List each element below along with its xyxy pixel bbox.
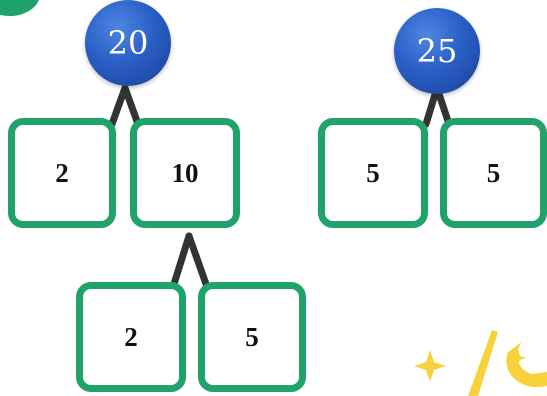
root-node-right: 25 [394,8,480,94]
factor-box-10: 10 [130,118,240,228]
sparkle-decoration [414,330,547,396]
branch-20-to-10 [121,84,142,128]
branch-25-to-5a [422,84,441,128]
branch-10-to-2 [170,232,193,288]
branch-10-to-5 [185,232,210,288]
factor-box-2-lower: 2 [76,282,186,392]
branch-25-to-5b [433,84,453,128]
factor-box-5-left: 5 [318,118,428,228]
factor-box-5-right: 5 [440,118,547,228]
factor-box-5-lower: 5 [198,282,306,392]
branch-20-to-2 [108,84,129,128]
factor-box-2: 2 [8,118,116,228]
root-node-left: 20 [85,0,171,86]
